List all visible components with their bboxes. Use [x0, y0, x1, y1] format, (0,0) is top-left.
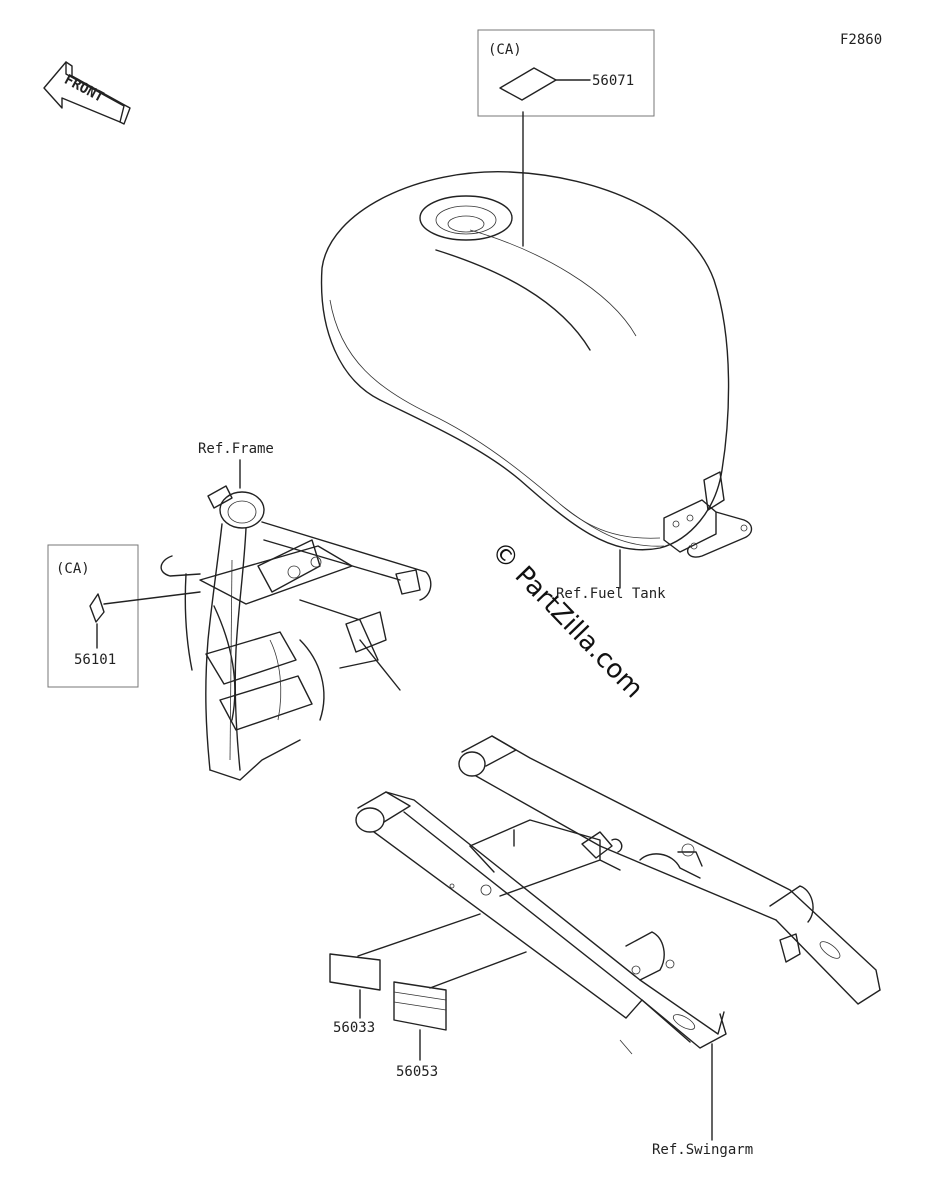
label-56101-shape	[89, 593, 105, 623]
front-arrow-icon: FRONT	[43, 61, 131, 125]
sticker-56033: 56033	[329, 913, 481, 1036]
label-56071-shape	[499, 67, 557, 101]
sticker-56053: 56053	[393, 951, 527, 1080]
swingarm-drawing	[355, 735, 881, 1055]
ca-frame-label: (CA)	[56, 561, 90, 577]
part-56053-label: 56053	[396, 1064, 438, 1080]
ref-frame-label: Ref.Frame	[198, 441, 274, 457]
part-56071-label: 56071	[592, 73, 634, 89]
ca-callout-box-tank: (CA) 56071	[477, 29, 655, 247]
ref-swingarm-label: Ref.Swingarm	[652, 1142, 753, 1158]
figure-code: F2860	[840, 32, 882, 48]
ca-callout-box-frame: (CA) 56101	[47, 544, 201, 688]
ref-fuel-tank-label: Ref.Fuel Tank	[556, 586, 666, 602]
watermark: © PartZilla.com	[485, 536, 649, 704]
part-56033-label: 56033	[333, 1020, 375, 1036]
ca-tank-label: (CA)	[488, 42, 522, 58]
frame-drawing	[160, 485, 432, 781]
leader-56101-to-frame	[103, 591, 201, 605]
part-56101-label: 56101	[74, 652, 116, 668]
fuel-tank-drawing	[320, 171, 753, 558]
